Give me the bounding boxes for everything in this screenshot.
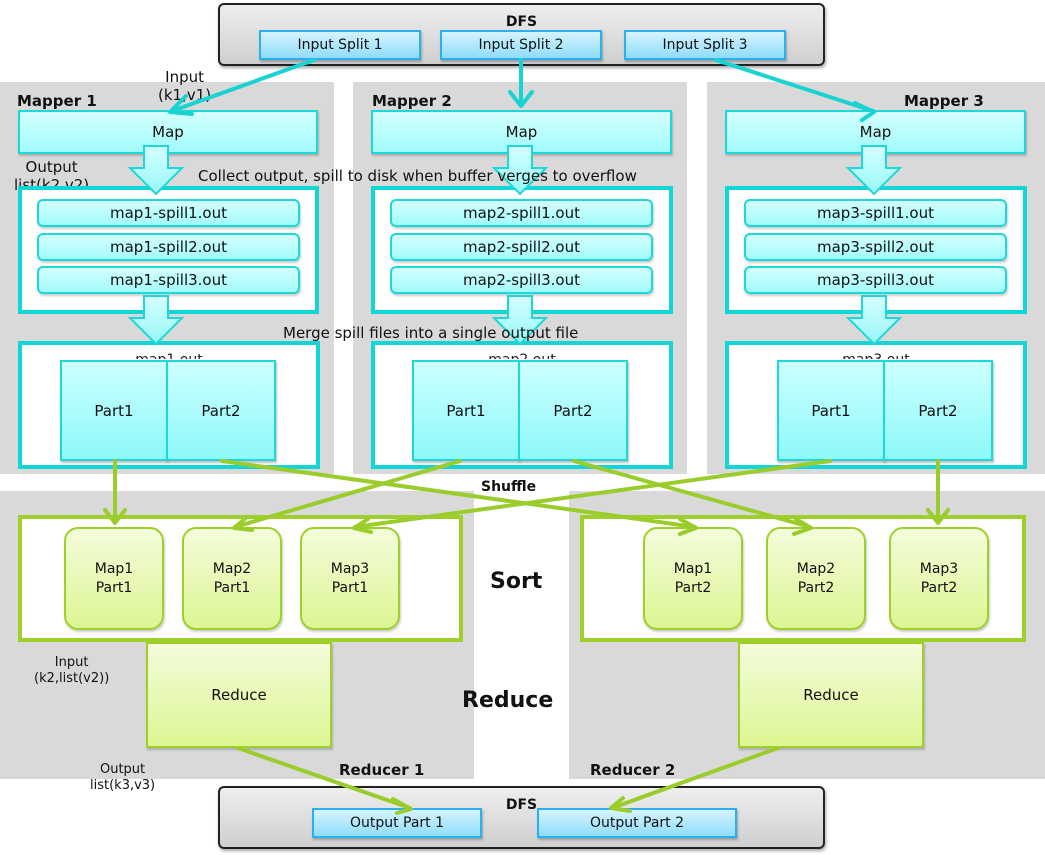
reducer-2-input-2-line1: Map2 [796,560,836,577]
collect-output-note: Collect output, spill to disk when buffe… [198,167,637,185]
shuffle-label: Shuffle [481,479,537,495]
mapper-2-output-file-label: map2.out [375,349,669,359]
output-part-2[interactable]: Output Part 2 [537,808,737,838]
mapper-1-spill-3[interactable]: map1-spill3.out [37,266,300,294]
mapper-2-map[interactable]: Map [371,110,672,154]
reducer-2-input-3-line2: Part2 [920,579,958,596]
input-split-2[interactable]: Input Split 2 [440,30,602,60]
reducer-1-input-2-line2: Part1 [213,579,251,596]
mapper-1-part-1[interactable]: Part1 [60,360,168,461]
mapper-1-map[interactable]: Map [18,110,318,154]
map-input-line2: (k1,v1) [158,86,212,104]
mapper-3-output-file-label: map3.out [729,349,1023,359]
mapper-1-spill-2[interactable]: map1-spill2.out [37,233,300,261]
mapper-2-title: Mapper 2 [372,92,452,110]
mapper-3-spill-1[interactable]: map3-spill1.out [744,199,1007,227]
sort-phase-label: Sort [490,569,543,594]
reducer-2-input-2[interactable]: Map2 Part2 [766,527,866,630]
mapper-2-spill-1[interactable]: map2-spill1.out [390,199,653,227]
reduce-phase-label: Reduce [462,688,554,713]
mapper-1-output-file-label: map1.out [22,349,316,359]
reducer-2-input-1-line2: Part2 [674,579,712,596]
mapper-3-spill-3[interactable]: map3-spill3.out [744,266,1007,294]
reducer-2-input-2-line2: Part2 [797,579,835,596]
reducer-2-input-3[interactable]: Map3 Part2 [889,527,989,630]
map-input-label: Input (k1,v1) [158,68,211,104]
mapper-1-spill-1[interactable]: map1-spill1.out [37,199,300,227]
reducer-1-input-1-line1: Map1 [94,560,134,577]
reduce-input-line2: (k2,list(v2)) [34,671,110,686]
input-dfs-label: DFS [505,14,538,30]
reducer-1-input-3[interactable]: Map3 Part1 [300,527,400,630]
reducer-1-input-1[interactable]: Map1 Part1 [64,527,164,630]
output-part-1[interactable]: Output Part 1 [312,808,482,838]
reduce-output-line1: Output [99,762,146,777]
reducer-2-input-1[interactable]: Map1 Part2 [643,527,743,630]
merge-spill-note: Merge spill files into a single output f… [283,324,579,342]
reducer-2-title: Reducer 2 [590,761,676,779]
mapper-3-part-2[interactable]: Part2 [883,360,993,461]
reducer-1-title: Reducer 1 [339,761,425,779]
mapper-1-title: Mapper 1 [17,92,97,110]
reduce-input-label: Input (k2,list(v2)) [34,655,109,687]
map-input-line1: Input [165,68,204,86]
reducer-1-input-1-line2: Part1 [95,579,133,596]
mapper-3-map[interactable]: Map [725,110,1026,154]
reducer-1-input-2[interactable]: Map2 Part1 [182,527,282,630]
mapper-3-title: Mapper 3 [904,92,984,110]
reducer-2-input-3-line1: Map3 [919,560,959,577]
input-split-1[interactable]: Input Split 1 [259,30,421,60]
mapper-2-spill-2[interactable]: map2-spill2.out [390,233,653,261]
reduce-output-label: Output list(k3,v3) [90,762,155,794]
reducer-1-input-3-line2: Part1 [331,579,369,596]
reduce-output-line2: list(k3,v3) [90,778,156,793]
output-dfs-label: DFS [505,797,538,813]
mapper-2-part-2[interactable]: Part2 [518,360,628,461]
reducer-1-input-3-line1: Map3 [330,560,370,577]
reducer-2-input-1-line1: Map1 [673,560,713,577]
mapper-3-part-1[interactable]: Part1 [777,360,885,461]
mapper-3-spill-2[interactable]: map3-spill2.out [744,233,1007,261]
input-split-3[interactable]: Input Split 3 [624,30,786,60]
mapper-2-part-1[interactable]: Part1 [412,360,520,461]
mapper-2-spill-3[interactable]: map2-spill3.out [390,266,653,294]
reducer-2-reduce[interactable]: Reduce [738,642,924,748]
mapper-1-part-2[interactable]: Part2 [166,360,276,461]
reduce-input-line1: Input [54,655,89,670]
map-output-line1: Output [25,158,78,176]
reducer-1-input-2-line1: Map2 [212,560,252,577]
reducer-1-reduce[interactable]: Reduce [146,642,332,748]
